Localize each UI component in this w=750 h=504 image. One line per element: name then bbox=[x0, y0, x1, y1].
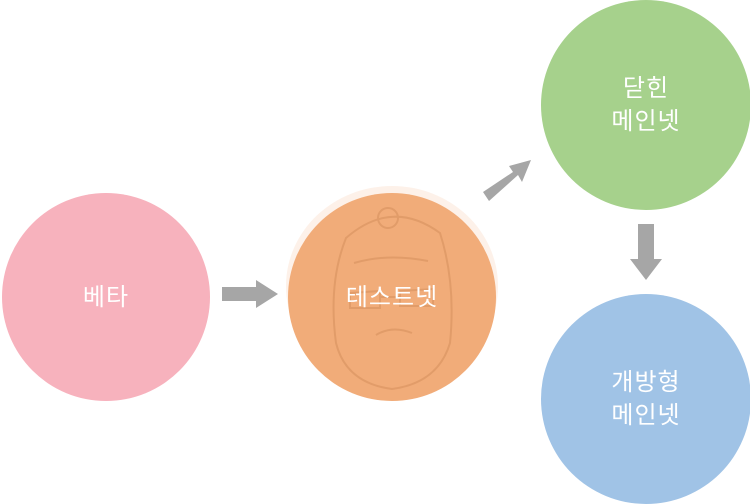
node-open-mainnet-line2: 메인넷 bbox=[611, 401, 681, 429]
arrow-closed-to-open-mainnet bbox=[630, 224, 662, 280]
node-beta: 베타 bbox=[2, 193, 210, 401]
mascot-face-icon bbox=[332, 207, 453, 391]
node-testnet-label: 테스트넷 bbox=[345, 282, 439, 311]
node-closed-mainnet-line2: 메인넷 bbox=[611, 107, 681, 135]
node-beta-label: 베타 bbox=[82, 282, 130, 311]
node-open-mainnet: 개방형 메인넷 bbox=[541, 294, 750, 504]
node-closed-mainnet: 닫힌 메인넷 bbox=[541, 0, 750, 210]
arrow-beta-to-testnet bbox=[222, 280, 278, 308]
node-open-mainnet-line1: 개방형 bbox=[611, 368, 681, 396]
node-testnet: 테스트넷 bbox=[288, 193, 496, 401]
node-closed-mainnet-line1: 닫힌 bbox=[622, 74, 670, 102]
